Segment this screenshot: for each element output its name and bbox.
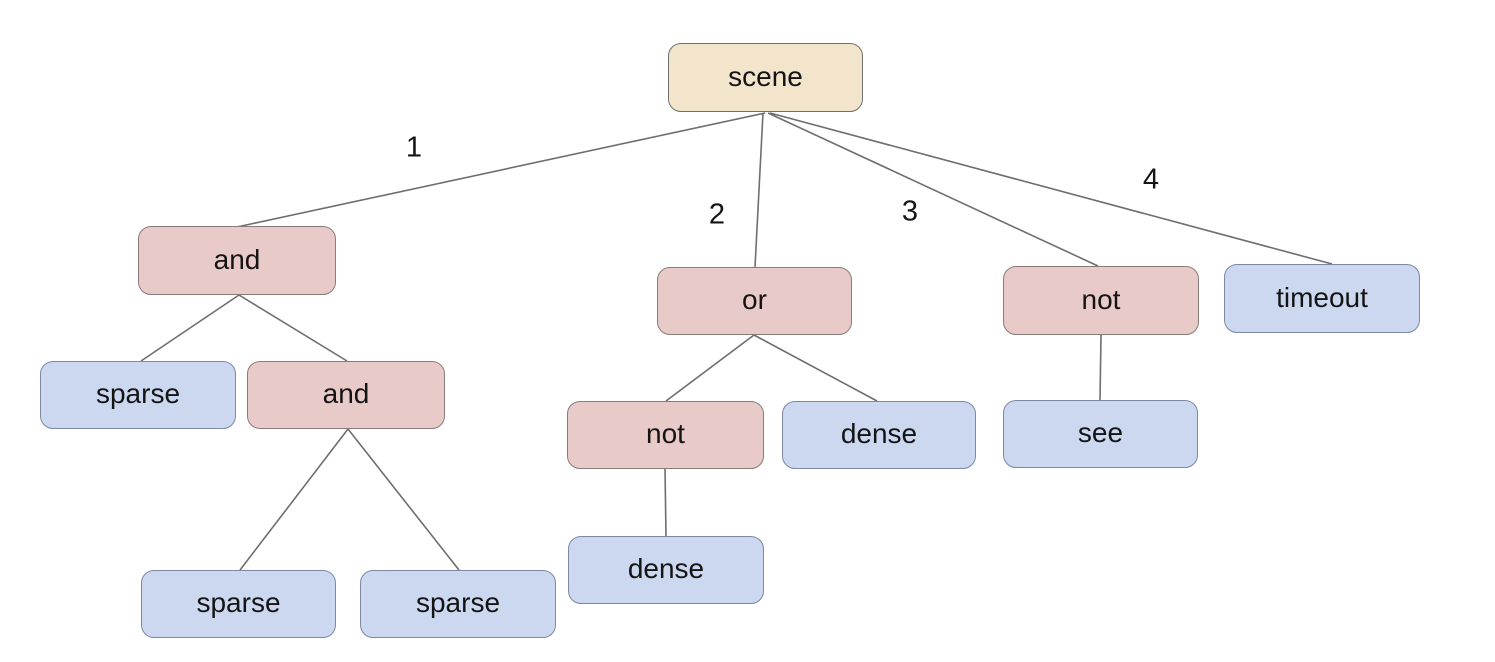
tree-edge-scene-to-or <box>754 112 764 268</box>
tree-edge-and-2-to-sparse-2 <box>239 428 349 571</box>
tree-node-label: dense <box>840 418 918 449</box>
edge-label-4: 4 <box>1142 163 1160 196</box>
tree-edge-not-2-to-dense-3 <box>664 468 667 537</box>
edge-label-2: 2 <box>708 198 726 231</box>
tree-node-label: dense <box>627 553 705 584</box>
tree-node-label: and <box>322 378 370 409</box>
tree-edge-and-1-to-sparse-1 <box>140 294 240 362</box>
tree-node-label: timeout <box>1276 281 1368 313</box>
tree-edge-or-to-dense-2 <box>753 334 878 402</box>
tree-node-not-3: not <box>1003 266 1199 335</box>
tree-node-label: not <box>646 418 685 449</box>
tree-node-sparse-1: sparse <box>40 361 236 429</box>
tree-edge-scene-to-not-3 <box>767 112 1099 267</box>
tree-edge-scene-to-timeout <box>769 112 1333 265</box>
tree-edge-and-2-to-sparse-3 <box>347 428 460 571</box>
tree-node-label: sparse <box>415 587 501 618</box>
tree-edge-not-3-to-see <box>1099 334 1102 401</box>
tree-node-scene: scene <box>668 43 863 112</box>
tree-node-dense-2: dense <box>782 401 976 469</box>
tree-node-label: or <box>742 284 767 315</box>
tree-node-label: sparse <box>95 378 181 409</box>
tree-node-not-2: not <box>567 401 764 469</box>
tree-node-label: see <box>1077 417 1124 448</box>
tree-node-label: sparse <box>196 587 281 618</box>
tree-node-dense-3: dense <box>568 536 764 604</box>
tree-edge-or-to-not-2 <box>665 334 755 402</box>
tree-node-label: scene <box>728 60 803 92</box>
tree-node-label: not <box>1081 283 1121 315</box>
tree-node-or: or <box>657 267 852 335</box>
tree-node-timeout: timeout <box>1224 264 1420 333</box>
edge-label-3: 3 <box>901 195 919 228</box>
tree-node-and-1: and <box>138 226 336 295</box>
tree-node-see: see <box>1003 400 1198 468</box>
tree-node-sparse-3: sparse <box>360 570 556 638</box>
tree-node-and-2: and <box>247 361 445 429</box>
tree-node-label: and <box>213 243 261 275</box>
tree-edge-scene-to-and-1 <box>236 112 766 228</box>
edge-label-1: 1 <box>405 131 423 164</box>
tree-edge-and-1-to-and-2 <box>238 294 348 362</box>
tree-node-sparse-2: sparse <box>141 570 336 638</box>
